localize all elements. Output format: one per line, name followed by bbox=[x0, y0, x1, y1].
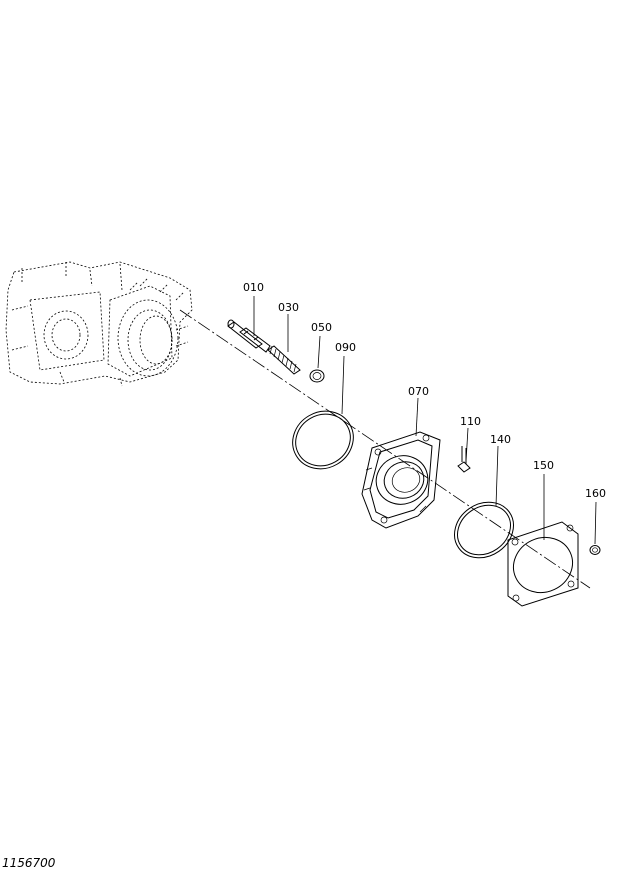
label-010: 010 bbox=[243, 281, 264, 294]
document-number: 1156700 bbox=[2, 856, 56, 870]
label-150: 150 bbox=[533, 459, 554, 472]
bolt-part bbox=[457, 446, 471, 473]
label-160: 160 bbox=[585, 487, 606, 500]
label-030: 030 bbox=[278, 301, 299, 314]
cover-part bbox=[361, 431, 441, 529]
leader-160 bbox=[594, 501, 597, 545]
spool-part bbox=[227, 319, 271, 353]
washer-part bbox=[589, 545, 601, 555]
o-ring-140-part bbox=[454, 501, 514, 559]
label-050: 050 bbox=[311, 321, 332, 334]
o-ring-090-part bbox=[292, 410, 354, 470]
leader-070 bbox=[415, 397, 419, 437]
snap-ring-part bbox=[309, 369, 325, 383]
gasket-plate-part bbox=[507, 521, 579, 607]
axis-centerline bbox=[179, 309, 591, 589]
label-090: 090 bbox=[335, 341, 356, 354]
leader-050 bbox=[317, 335, 321, 369]
leader-140 bbox=[495, 445, 499, 507]
leader-090 bbox=[341, 355, 345, 415]
pump-housing bbox=[5, 261, 193, 387]
label-110: 110 bbox=[460, 415, 481, 428]
spring-part bbox=[267, 345, 301, 375]
leader-110 bbox=[465, 427, 469, 463]
label-070: 070 bbox=[408, 385, 429, 398]
label-140: 140 bbox=[490, 433, 511, 446]
